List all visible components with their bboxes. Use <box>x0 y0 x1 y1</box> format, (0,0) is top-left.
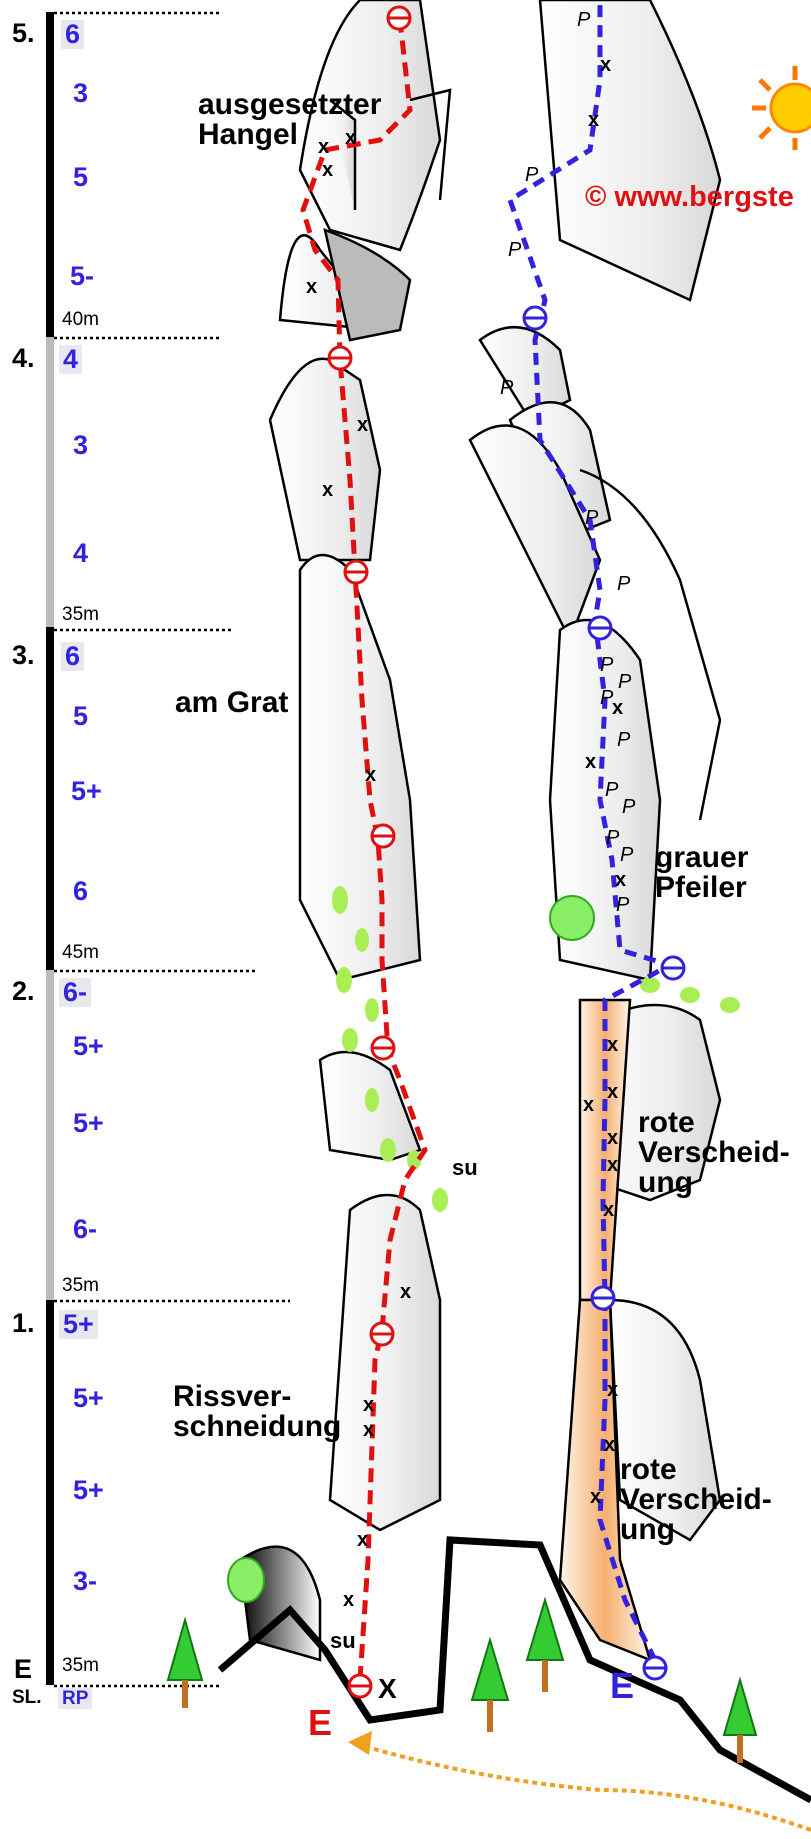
grade-label: 6 <box>61 20 84 49</box>
piton-marker: x <box>603 1200 614 1220</box>
piton-marker: x <box>607 1380 618 1400</box>
approach-arrowhead <box>348 1731 372 1755</box>
caption-su-upper: su <box>452 1157 478 1179</box>
peg-marker: P <box>585 508 598 528</box>
piton-marker: x <box>604 1435 615 1455</box>
pitch-length: 45m <box>62 943 99 962</box>
piton-marker: x <box>343 1590 354 1610</box>
red-route-start: E <box>308 1705 332 1741</box>
piton-marker: x <box>607 1082 618 1102</box>
piton-marker: x <box>615 870 626 890</box>
caption-rote-upper: rote Verscheid- ung <box>638 1108 790 1198</box>
piton-marker: x <box>306 277 317 297</box>
piton-marker: x <box>585 752 596 772</box>
caption-rote-lower: rote Verscheid- ung <box>620 1455 772 1545</box>
grade-label: 6- <box>73 1216 97 1243</box>
peg-marker: P <box>525 165 538 185</box>
piton-marker: x <box>322 480 333 500</box>
piton-marker: x <box>607 1155 618 1175</box>
peg-marker: P <box>600 688 613 708</box>
pitch-number: 5. <box>12 20 35 47</box>
grade-label: 6 <box>73 878 88 905</box>
piton-marker: x <box>363 1395 374 1415</box>
peg-marker: P <box>617 730 630 750</box>
piton-marker: x <box>357 1530 368 1550</box>
grade-label: 5+ <box>59 1310 98 1339</box>
pitch-length: 35m <box>62 605 99 624</box>
pitch-length: 35m <box>62 1276 99 1295</box>
grade-label: 3 <box>73 432 88 459</box>
pitch-number: 1. <box>12 1310 35 1337</box>
pitch-number: 3. <box>12 642 35 669</box>
piton-marker: x <box>588 110 599 130</box>
grade-label: 5+ <box>73 1477 104 1504</box>
sun-logo <box>752 66 811 150</box>
pitch-length: 40m <box>62 310 99 329</box>
peg-marker: P <box>620 845 633 865</box>
peg-marker: P <box>600 655 613 675</box>
grade-label: 3 <box>73 80 88 107</box>
pitch-number: 2. <box>12 978 35 1005</box>
rock-formations <box>270 0 720 1540</box>
grade-label: 5- <box>70 263 94 290</box>
piton-marker: x <box>612 698 623 718</box>
grade-label: 5+ <box>73 1110 104 1137</box>
peg-marker: P <box>622 797 635 817</box>
grade-label: 3- <box>73 1568 97 1595</box>
peg-marker: P <box>577 10 590 30</box>
peg-marker: P <box>618 672 631 692</box>
grade-label: 4 <box>73 540 88 567</box>
grade-label: 5+ <box>73 1033 104 1060</box>
grade-label: 5+ <box>71 778 102 805</box>
peg-marker: P <box>606 828 619 848</box>
approach-path <box>360 1745 811 1830</box>
grade-label: 4 <box>59 345 82 374</box>
caption-grauer: grauer Pfeiler <box>655 843 748 903</box>
peg-marker: P <box>508 240 521 260</box>
piton-marker: x <box>590 1487 601 1507</box>
caption-grat: am Grat <box>175 688 288 718</box>
sl-label: SL. <box>12 1688 42 1707</box>
piton-marker: x <box>345 128 356 148</box>
piton-marker: x <box>607 1128 618 1148</box>
piton-marker: x <box>322 160 333 180</box>
grade-label: 5 <box>73 703 88 730</box>
piton-marker: x <box>318 137 329 157</box>
pitch-number: 4. <box>12 345 35 372</box>
piton-marker: x <box>363 1420 374 1440</box>
caption-su-lower: su <box>330 1630 356 1652</box>
peg-marker: P <box>500 378 513 398</box>
copyright-text: © www.bergste <box>585 183 794 212</box>
peg-marker: P <box>616 895 629 915</box>
blue-route-start: E <box>610 1668 634 1704</box>
peg-marker: P <box>605 780 618 800</box>
piton-marker: x <box>365 765 376 785</box>
peg-marker: P <box>617 574 630 594</box>
grade-label: 5 <box>73 164 88 191</box>
piton-marker: x <box>607 1035 618 1055</box>
piton-marker: x <box>400 1282 411 1302</box>
rp-label: RP <box>58 1688 92 1709</box>
start-label: E <box>14 1656 32 1683</box>
piton-marker: x <box>583 1095 594 1115</box>
pitch-length: 35m <box>62 1656 99 1675</box>
big-x-marker: X <box>378 1675 397 1703</box>
grade-label: 5+ <box>73 1385 104 1412</box>
grade-label: 6- <box>59 978 91 1007</box>
caption-riss: Rissver- schneidung <box>173 1382 341 1442</box>
piton-marker: x <box>600 55 611 75</box>
grade-label: 6 <box>61 642 84 671</box>
piton-marker: x <box>357 415 368 435</box>
